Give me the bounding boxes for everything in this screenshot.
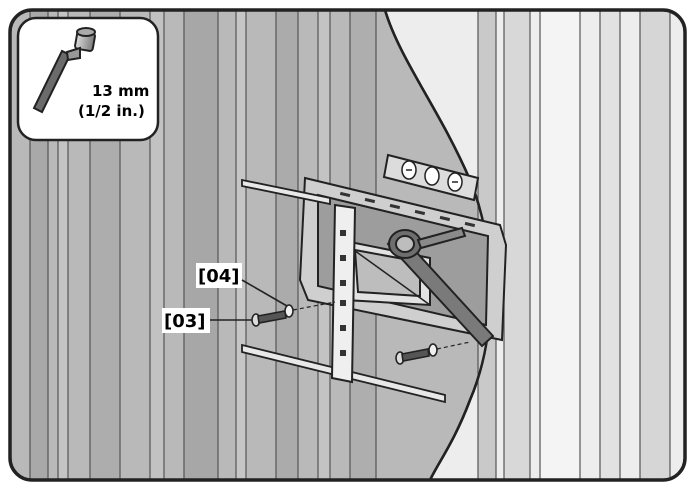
- lag-bolt-right: [395, 341, 471, 365]
- wall-panels: [477, 10, 671, 480]
- callout-label-04: [04]: [198, 266, 240, 287]
- tool-size-imperial: (1/2 in.): [78, 102, 145, 120]
- tool-inset: 13 mm (1/2 in.): [16, 16, 160, 142]
- diagram-frame: [8, 8, 687, 482]
- lag-bolt-left: [251, 301, 336, 327]
- tool-size-metric: 13 mm: [92, 82, 149, 100]
- leader-line-04: [241, 279, 288, 307]
- callout-label-03: [03]: [164, 311, 206, 332]
- socket-wrench-icon: [32, 27, 96, 114]
- callout-washer: [04]: [196, 263, 288, 307]
- socket-wrench: [386, 226, 495, 348]
- tv-bracket: [330, 203, 357, 384]
- bubble-level: [382, 153, 480, 202]
- callout-lag-bolt: [03]: [162, 308, 252, 333]
